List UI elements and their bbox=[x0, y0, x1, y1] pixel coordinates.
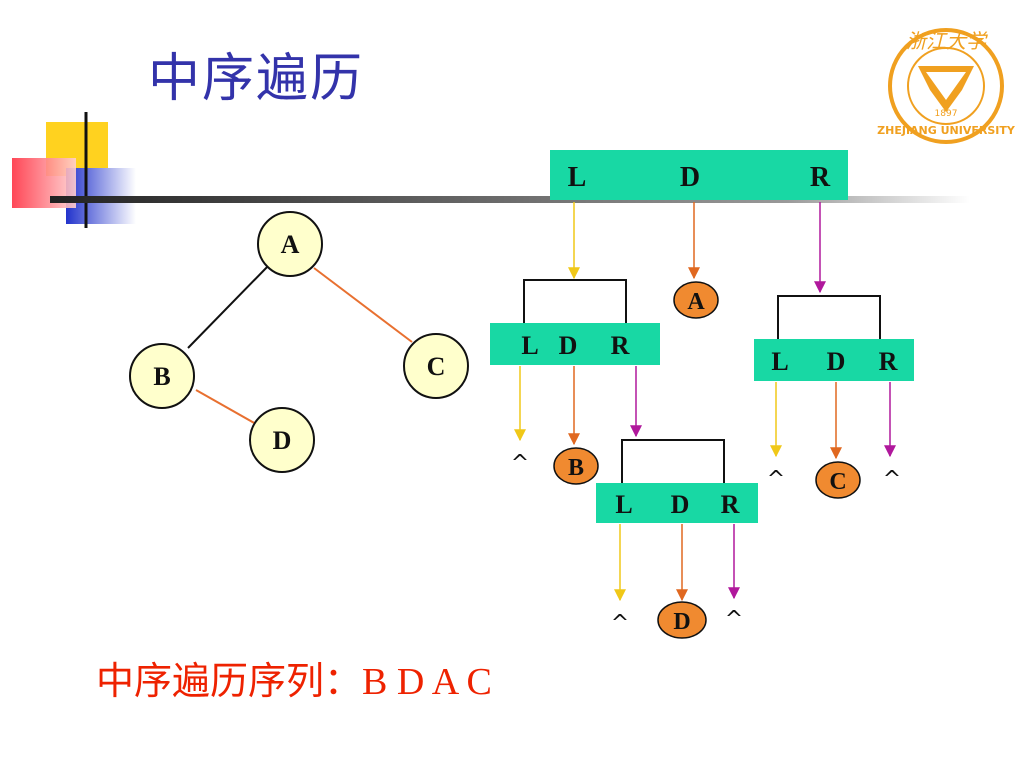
visit-b-label: B bbox=[568, 455, 584, 481]
title-rule bbox=[50, 196, 970, 203]
inner-box-l: L bbox=[615, 490, 632, 519]
corner-decoration bbox=[12, 112, 970, 228]
tree-node-c: C bbox=[403, 333, 469, 399]
logo-year: 1897 bbox=[935, 109, 958, 119]
visit-a-label: A bbox=[687, 289, 705, 315]
edge-a-c bbox=[313, 267, 413, 343]
tree-node-b-label: B bbox=[153, 362, 170, 391]
left-box-r: R bbox=[611, 331, 630, 360]
inner-box-r: R bbox=[721, 490, 740, 519]
right-box-d: D bbox=[827, 347, 846, 376]
left-ldr-box: L D R bbox=[490, 323, 660, 365]
null-d-right: ^ bbox=[725, 607, 743, 632]
left-box-l: L bbox=[521, 331, 538, 360]
result-sequence: B D A C bbox=[362, 661, 492, 703]
inner-subtree-bracket bbox=[621, 439, 725, 484]
right-ldr-box: L D R bbox=[754, 339, 914, 381]
null-c-right: ^ bbox=[883, 467, 901, 492]
tree-node-d-label: D bbox=[273, 426, 292, 455]
root-box-l: L bbox=[568, 162, 587, 193]
result-label: 中序遍历序列： bbox=[96, 659, 363, 703]
null-d-left: ^ bbox=[611, 611, 629, 636]
edge-b-d bbox=[195, 389, 257, 425]
tree-node-a: A bbox=[257, 211, 323, 277]
null-b-left: ^ bbox=[511, 451, 529, 476]
page-title: 中序遍历 bbox=[148, 49, 365, 109]
logo-top-text: 浙江大学 bbox=[906, 29, 988, 53]
edge-a-b bbox=[187, 263, 271, 349]
logo-bottom-text: ZHEJIANG UNIVERSITY bbox=[877, 124, 1016, 137]
binary-tree: A B C D bbox=[129, 211, 469, 473]
right-box-r: R bbox=[879, 347, 898, 376]
visit-c-label: C bbox=[829, 469, 846, 495]
left-box-d: D bbox=[559, 331, 578, 360]
visit-node-a: A bbox=[673, 281, 719, 319]
inner-ldr-box: L D R bbox=[596, 483, 758, 523]
root-box-d: D bbox=[680, 162, 700, 193]
visit-node-b: B bbox=[553, 447, 599, 485]
inner-box-d: D bbox=[671, 490, 690, 519]
visit-d-label: D bbox=[673, 609, 690, 635]
tree-node-c-label: C bbox=[427, 352, 446, 381]
left-subtree-bracket bbox=[523, 279, 627, 324]
tree-node-b: B bbox=[129, 343, 195, 409]
root-box-r: R bbox=[810, 162, 831, 193]
root-ldr-box: L D R bbox=[550, 150, 848, 200]
traversal-result: 中序遍历序列：B D A C bbox=[96, 650, 492, 705]
visit-node-d: D bbox=[657, 601, 707, 639]
zhejiang-university-logo: 浙江大学 1897 ZHEJIANG UNIVERSITY bbox=[877, 28, 1016, 144]
tree-node-d: D bbox=[249, 407, 315, 473]
tree-node-a-label: A bbox=[281, 230, 300, 259]
right-subtree-bracket bbox=[777, 295, 881, 340]
right-box-l: L bbox=[771, 347, 788, 376]
null-c-left: ^ bbox=[767, 467, 785, 492]
visit-node-c: C bbox=[815, 461, 861, 499]
